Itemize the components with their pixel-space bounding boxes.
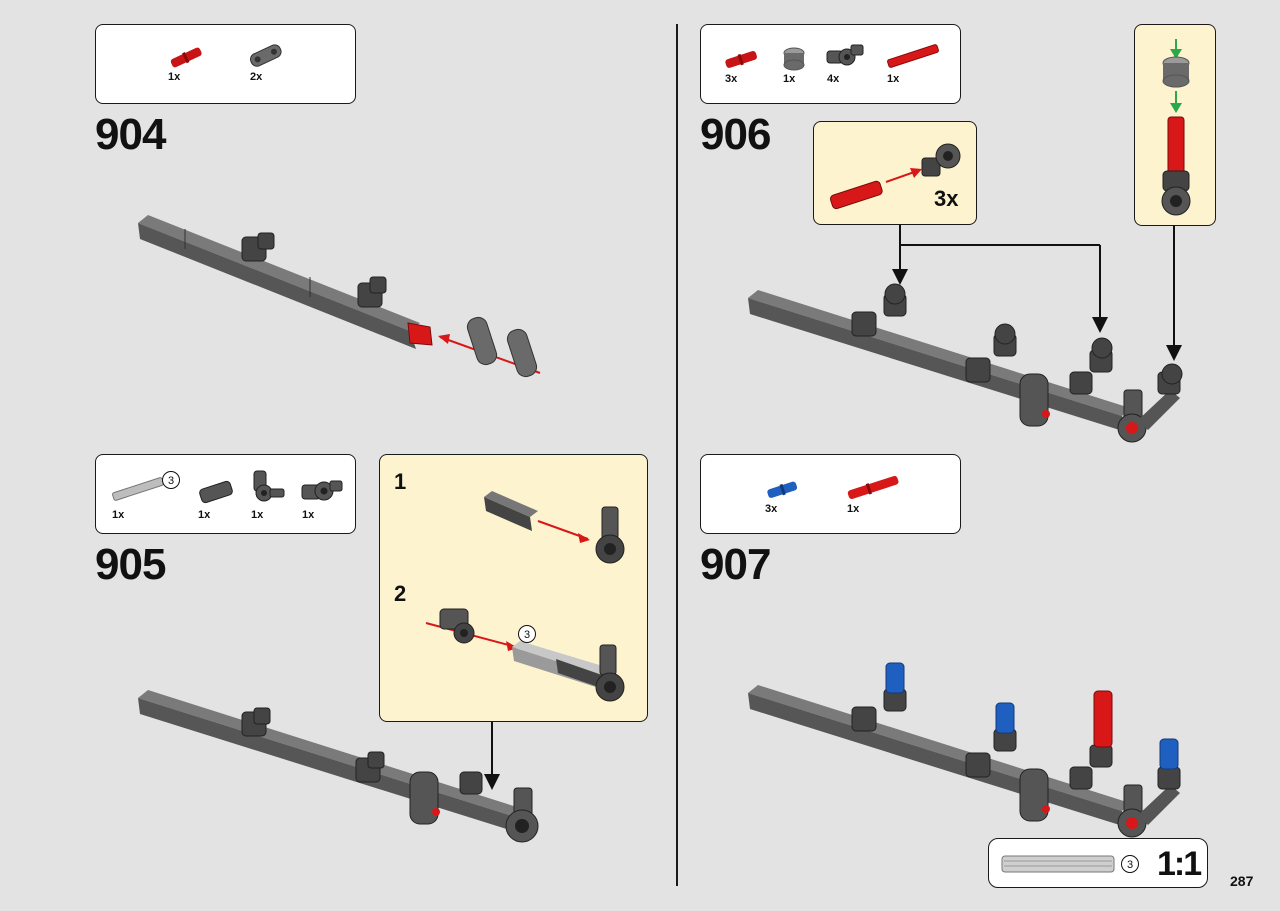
qty-label: 2x — [250, 71, 263, 83]
red-axle-pin-icon — [170, 47, 202, 68]
assembly-906-illustration — [748, 283, 1183, 443]
substep-callout-906-bush — [1134, 24, 1216, 226]
callout-arrow — [484, 722, 500, 790]
parts-list-906: 3x 1x 4x 1x — [700, 24, 961, 104]
step-number-904: 904 — [95, 110, 166, 159]
angled-connector-icon — [826, 44, 864, 66]
callout-illustration — [829, 143, 961, 210]
length-indicator: 3 — [162, 471, 180, 489]
qty-label: 1x — [168, 71, 181, 83]
length-indicator: 3 — [518, 625, 536, 643]
qty-label: 4x — [827, 73, 840, 85]
qty-label: 1x — [887, 73, 900, 85]
red-axle-pin-icon — [725, 51, 757, 68]
length-indicator: 3 — [1121, 855, 1139, 873]
assembly-907-illustration — [748, 662, 1181, 838]
red-axle-pin-long-icon — [847, 475, 899, 500]
substep-number: 1 — [394, 469, 407, 494]
gray-liftarm-icon — [250, 44, 282, 67]
red-axle-icon — [887, 44, 939, 68]
assembly-904-illustration — [138, 215, 541, 378]
qty-label: 3x — [765, 503, 778, 515]
scale-reference-box: 3 1:1 — [988, 838, 1208, 888]
gray-bush-icon — [783, 47, 805, 71]
gray-axle-icon — [112, 477, 164, 501]
step-number-907: 907 — [700, 540, 771, 589]
axle-connector-icon — [199, 480, 233, 504]
axle-scale-icon — [1001, 855, 1115, 873]
assembly-905-illustration — [138, 690, 539, 843]
callout-connector-arrows — [892, 225, 1182, 361]
page-number: 287 — [1230, 873, 1254, 889]
qty-label: 1x — [783, 73, 796, 85]
page-divider — [676, 24, 678, 886]
callout-illustration — [1161, 39, 1191, 216]
parts-list-904: 1x 2x — [95, 24, 356, 104]
step-number-905: 905 — [95, 540, 166, 589]
substep-callout-906-connector: 3x — [813, 121, 977, 225]
scale-ratio: 1:1 — [1157, 845, 1202, 883]
multiplier-label: 3x — [934, 186, 959, 211]
qty-label: 1x — [251, 509, 264, 521]
substep-2-illustration — [425, 608, 625, 702]
substep-number: 2 — [394, 581, 407, 606]
blue-axle-pin-icon — [767, 481, 798, 498]
qty-label: 1x — [302, 509, 315, 521]
angled-connector-icon — [253, 470, 285, 502]
substep-1-illustration — [484, 491, 625, 564]
qty-label: 3x — [725, 73, 738, 85]
qty-label: 1x — [112, 509, 125, 521]
parts-list-907: 3x 1x — [700, 454, 961, 534]
cross-block-icon — [301, 480, 343, 501]
parts-list-905: 3 1x 1x 1x 1x — [95, 454, 356, 534]
qty-label: 1x — [198, 509, 211, 521]
substep-callout-905: 1 2 3 — [379, 454, 648, 722]
step-number-906: 906 — [700, 110, 771, 159]
qty-label: 1x — [847, 503, 860, 515]
